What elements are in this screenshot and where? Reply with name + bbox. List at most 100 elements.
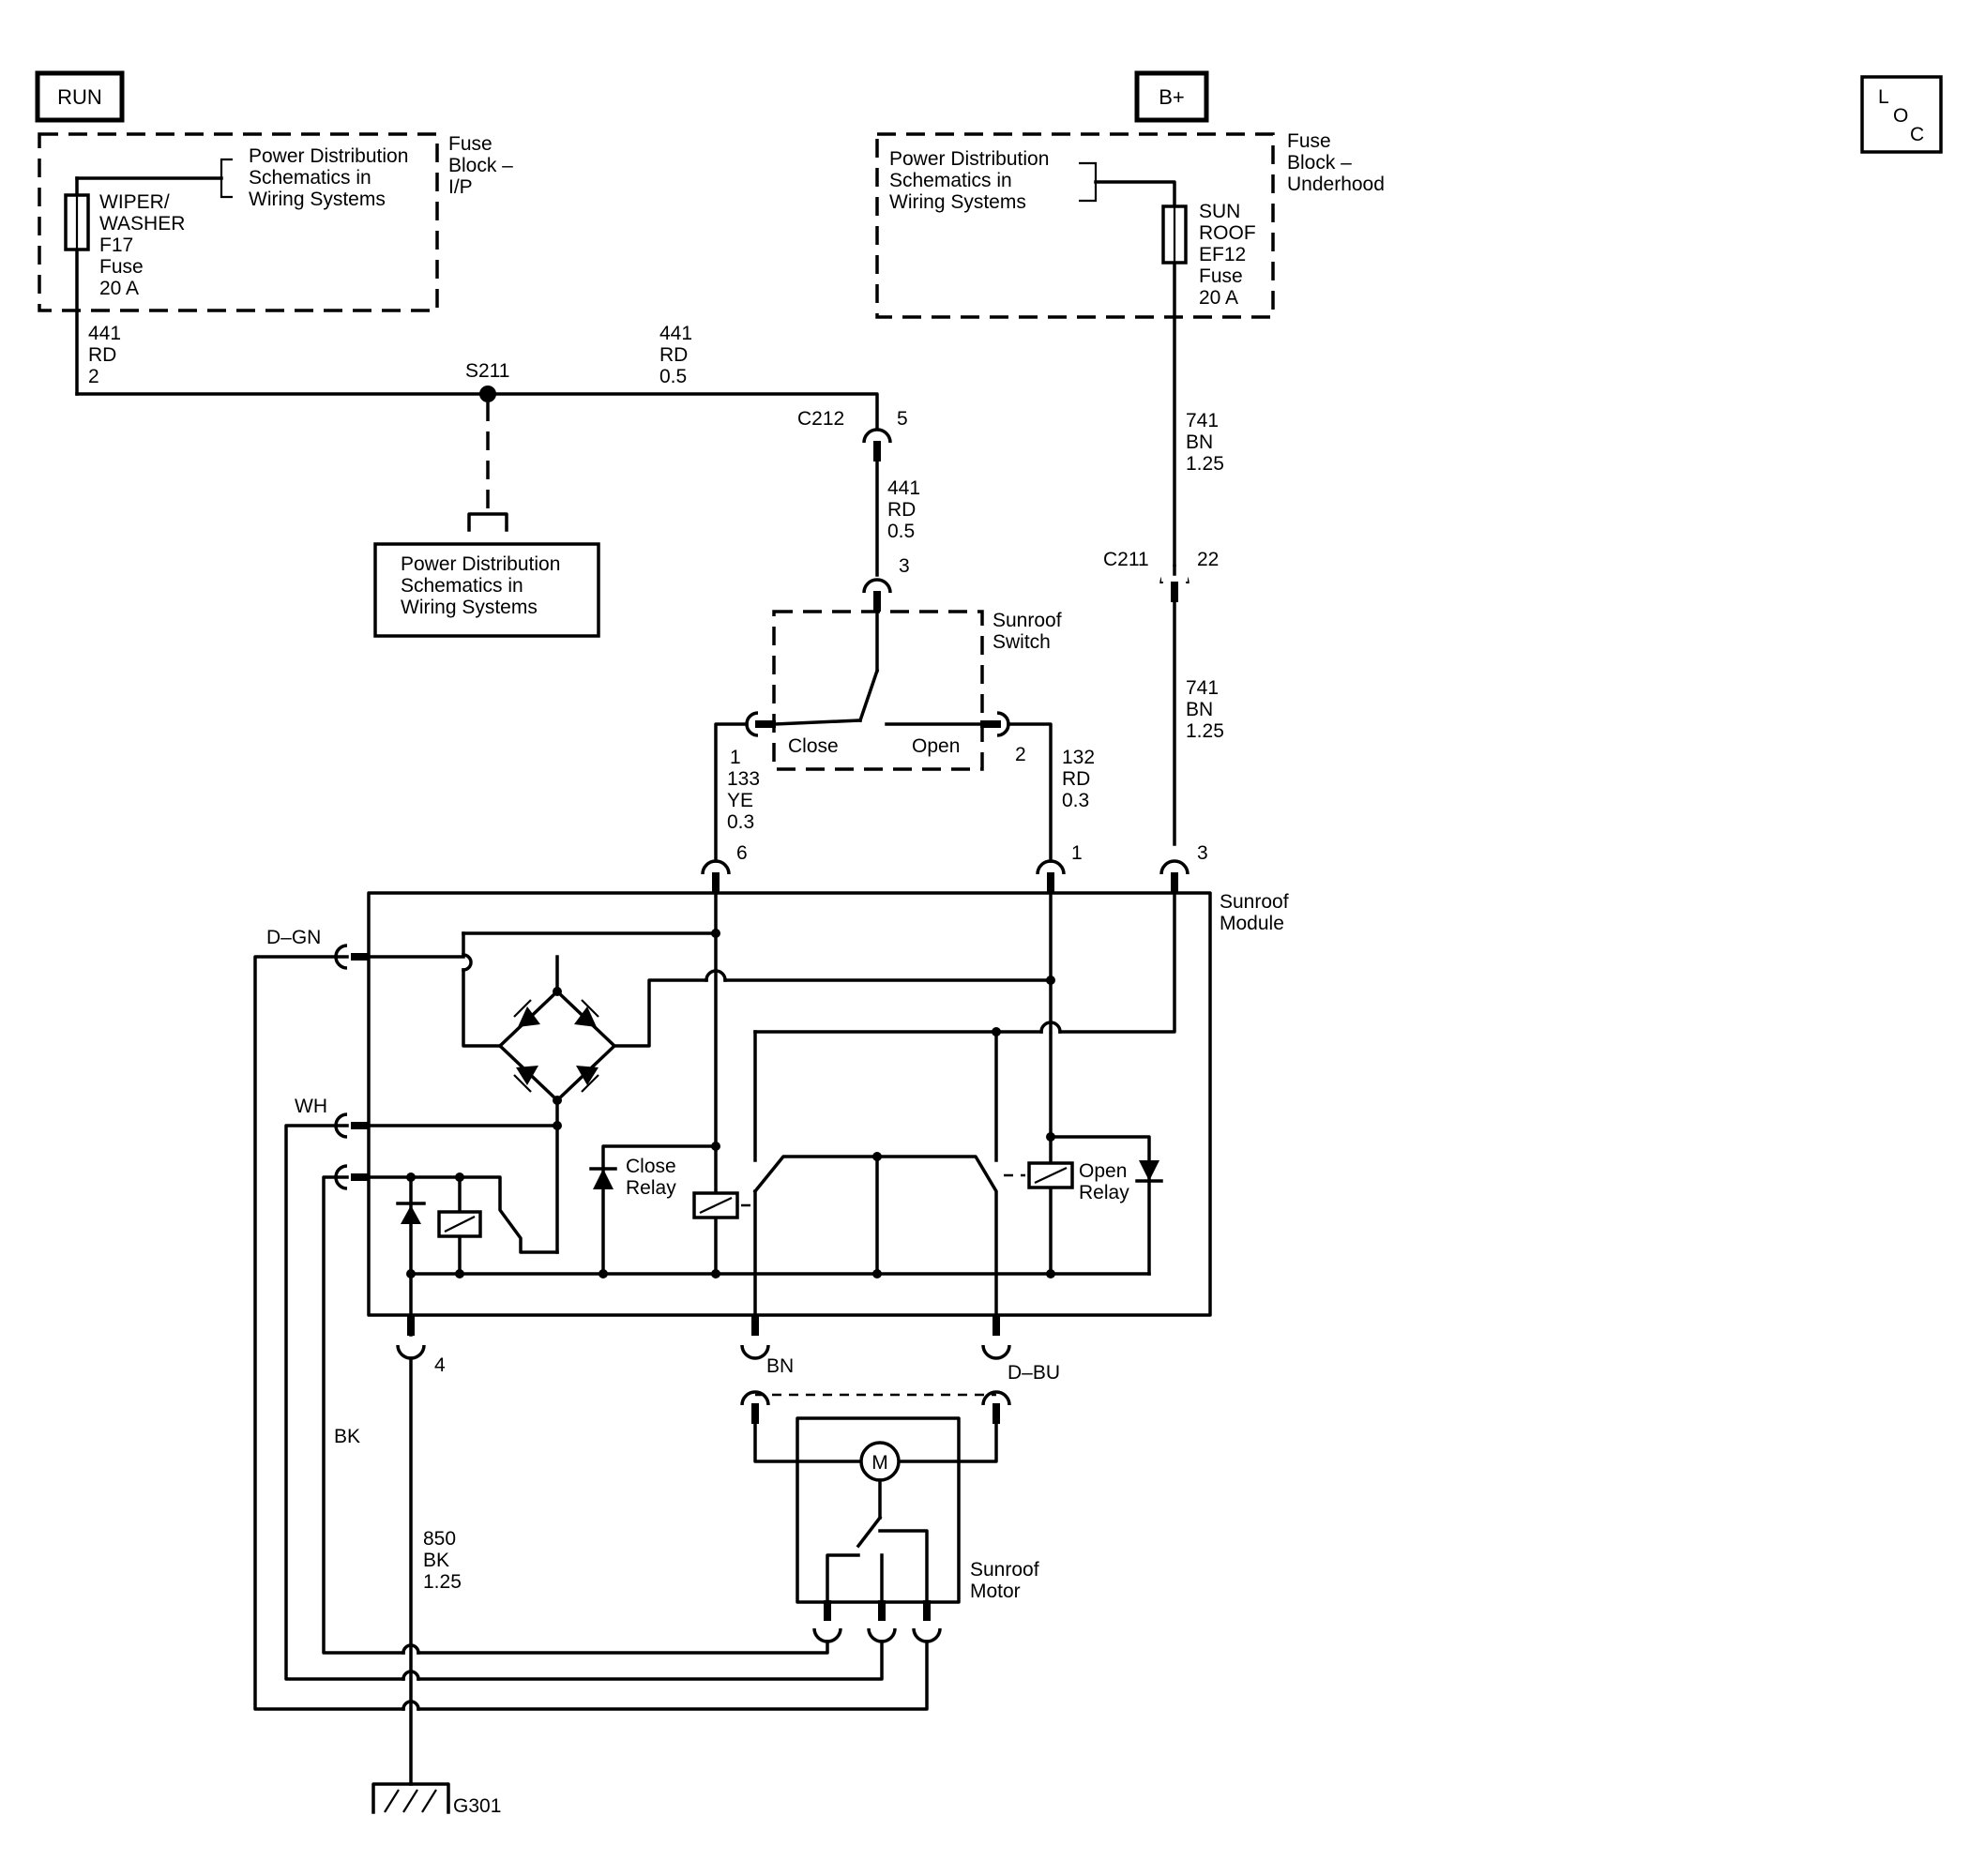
fuse-block-ip: Fuse Block – I/P Power Distribution Sche…	[38, 132, 513, 396]
motor-pin-center	[867, 1600, 897, 1643]
svg-text:Schematics in: Schematics in	[401, 575, 523, 597]
wire-441-left-label: 441 RD 2	[88, 323, 121, 387]
svg-text:Block –: Block –	[448, 155, 513, 176]
svg-text:Sunroof: Sunroof	[993, 610, 1062, 631]
svg-text:F17: F17	[99, 234, 133, 256]
svg-text:3: 3	[899, 555, 910, 577]
motor-pin-right	[912, 1600, 942, 1643]
svg-text:ROOF: ROOF	[1199, 222, 1256, 244]
wire-wh-loop	[284, 1124, 405, 1681]
svg-text:EF12: EF12	[1199, 244, 1246, 265]
svg-text:WIPER/: WIPER/	[99, 191, 170, 213]
svg-text:0.5: 0.5	[659, 366, 687, 387]
svg-text:0.5: 0.5	[887, 521, 915, 542]
wire-441-bus	[75, 392, 879, 429]
svg-text:Power Distribution: Power Distribution	[401, 553, 560, 575]
motor-pin-dbu	[981, 1390, 1011, 1424]
svg-text:Motor: Motor	[970, 1581, 1021, 1602]
svg-text:6: 6	[736, 842, 748, 864]
svg-text:Wiring Systems: Wiring Systems	[249, 189, 386, 210]
ground-g301: G301	[371, 1782, 501, 1817]
switch-pin-3: 3	[862, 555, 910, 612]
svg-text:Fuse: Fuse	[448, 133, 492, 155]
svg-text:Sunroof: Sunroof	[1220, 891, 1289, 913]
svg-text:D–GN: D–GN	[266, 927, 321, 948]
svg-text:1.25: 1.25	[1186, 453, 1224, 475]
wire-850-label: 850 BK 1.25	[423, 1528, 462, 1593]
module-pin-4: 4	[396, 1315, 446, 1376]
wire-132	[1007, 722, 1053, 863]
switch-pin-2-label: 2	[1015, 744, 1026, 765]
wire-dgn-loop	[253, 955, 405, 1711]
motor-pin-left	[812, 1600, 842, 1643]
svg-text:4: 4	[434, 1354, 446, 1376]
run-tag: RUN	[35, 70, 125, 123]
svg-text:441: 441	[88, 323, 121, 344]
svg-text:M: M	[871, 1452, 888, 1474]
svg-text:20 A: 20 A	[1199, 287, 1238, 309]
svg-text:22: 22	[1197, 549, 1219, 570]
svg-text:133: 133	[727, 768, 760, 790]
connector-c211: C211 22	[1103, 549, 1219, 602]
svg-text:Close: Close	[788, 735, 839, 757]
svg-text:Fuse: Fuse	[1287, 130, 1331, 152]
svg-text:1.25: 1.25	[423, 1571, 462, 1593]
svg-text:Block –: Block –	[1287, 152, 1352, 174]
svg-text:RD: RD	[887, 499, 916, 521]
svg-text:RUN: RUN	[57, 85, 102, 109]
svg-text:Fuse: Fuse	[1199, 265, 1243, 287]
svg-text:BK: BK	[423, 1550, 449, 1571]
connector-wh: WH	[295, 1096, 370, 1139]
svg-text:WH: WH	[295, 1096, 327, 1117]
svg-text:Module: Module	[1220, 913, 1284, 934]
svg-text:L: L	[1878, 86, 1889, 108]
svg-text:SUN: SUN	[1199, 201, 1240, 222]
svg-text:Open: Open	[1079, 1160, 1127, 1182]
svg-text:B+: B+	[1159, 85, 1185, 109]
wire-133	[714, 722, 749, 863]
splice-label: S211	[465, 360, 510, 382]
module-pin-1: 1	[1036, 842, 1083, 893]
loc-box: L O C	[1860, 75, 1943, 154]
svg-text:Relay: Relay	[1079, 1182, 1129, 1203]
svg-text:C: C	[1910, 124, 1924, 145]
switch-pin-1	[745, 711, 776, 737]
svg-text:I/P: I/P	[448, 176, 473, 198]
svg-text:C211: C211	[1103, 549, 1149, 570]
module-pin-bn: BN	[740, 1315, 794, 1377]
connector-c212: C212 5	[797, 408, 908, 461]
wire-133-label: 1 133 YE 0.3	[727, 747, 760, 833]
svg-text:BN: BN	[766, 1355, 794, 1377]
svg-text:Schematics in: Schematics in	[889, 170, 1012, 191]
svg-text:2: 2	[88, 366, 99, 387]
module-pin-dbu: D–BU	[981, 1315, 1060, 1384]
svg-text:Wiring Systems: Wiring Systems	[401, 597, 538, 618]
connector-dgn: D–GN	[266, 927, 370, 970]
svg-text:BN: BN	[1186, 431, 1213, 453]
bplus-tag: B+	[1134, 70, 1209, 123]
svg-text:441: 441	[887, 477, 920, 499]
wire-bk-label: BK	[334, 1426, 360, 1447]
svg-text:5: 5	[897, 408, 908, 430]
wire-132-label: 132 RD 0.3	[1062, 747, 1095, 811]
svg-text:Sunroof: Sunroof	[970, 1559, 1039, 1581]
svg-text:D–BU: D–BU	[1008, 1362, 1060, 1384]
sunroof-switch: Sunroof Switch Close Open	[772, 610, 1062, 771]
svg-text:Underhood: Underhood	[1287, 174, 1385, 195]
wire-441-mid-label: 441 RD 0.5	[887, 477, 920, 542]
svg-text:3: 3	[1197, 842, 1208, 864]
svg-text:850: 850	[423, 1528, 456, 1550]
sunroof-motor: M Sunroof Motor	[753, 1416, 1039, 1606]
wire-741-top-label: 741 BN 1.25	[1186, 410, 1224, 475]
motor-pin-bn	[740, 1390, 770, 1424]
svg-text:O: O	[1893, 105, 1908, 127]
svg-text:1.25: 1.25	[1186, 720, 1224, 742]
svg-text:20 A: 20 A	[99, 278, 139, 299]
wire-741-mid-label: 741 BN 1.25	[1186, 677, 1224, 742]
module-pin-3: 3	[1159, 842, 1208, 893]
svg-text:Switch: Switch	[993, 631, 1051, 653]
svg-text:Power Distribution: Power Distribution	[889, 148, 1049, 170]
svg-text:741: 741	[1186, 677, 1219, 699]
svg-text:Schematics in: Schematics in	[249, 167, 371, 189]
fuse-block-underhood: Fuse Block – Underhood Power Distributio…	[875, 130, 1385, 846]
